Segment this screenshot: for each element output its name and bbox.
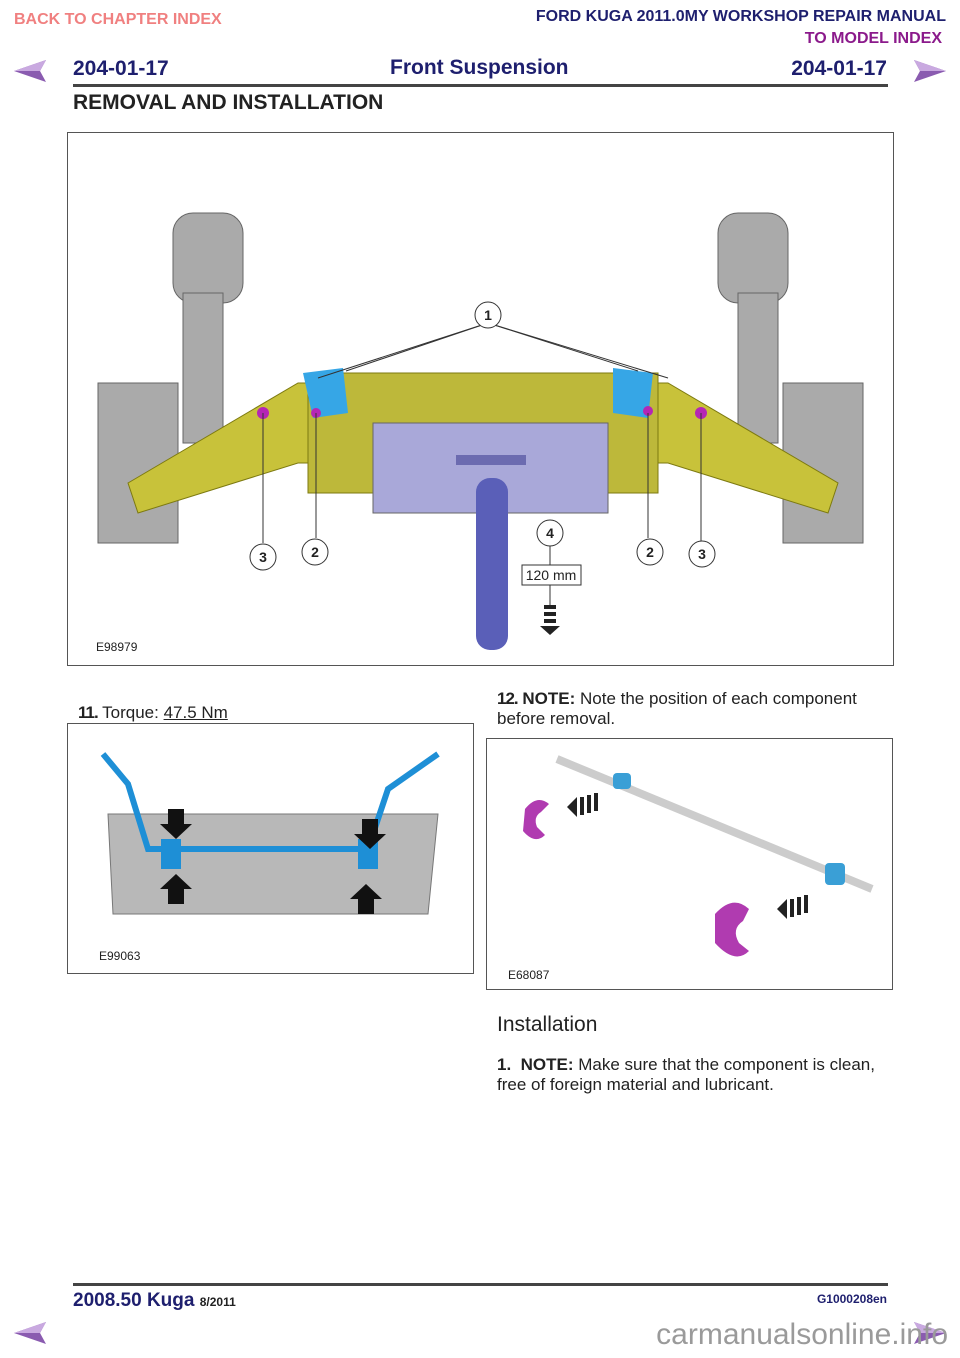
- section-heading: REMOVAL AND INSTALLATION: [73, 91, 384, 114]
- subframe-illustration: 1 3 2 4 2 3 120 mm: [97, 212, 864, 650]
- figure-id: E98979: [96, 640, 138, 654]
- figure-id: E68087: [508, 968, 550, 982]
- header-divider: [73, 84, 888, 87]
- dimension-label: 120 mm: [526, 567, 577, 583]
- step-number: 12.: [497, 689, 519, 708]
- note-label: NOTE:: [520, 1055, 574, 1074]
- watermark: carmanualsonline.info: [656, 1318, 948, 1351]
- stabilizer-bar-illustration: [100, 751, 440, 915]
- step-label: Torque:: [102, 703, 164, 722]
- manual-title: FORD KUGA 2011.0MY WORKSHOP REPAIR MANUA…: [535, 8, 946, 25]
- step-11: 11. Torque: 47.5 Nm: [78, 703, 228, 723]
- figure-subframe-illustration: 1 3 2 4 2 3 120 mm E98979: [67, 132, 894, 666]
- previous-page-arrow-icon[interactable]: [12, 56, 48, 86]
- callout-4: 4: [546, 525, 554, 541]
- note-label: NOTE:: [522, 689, 576, 708]
- callout-1: 1: [484, 307, 492, 323]
- section-title: Front Suspension: [390, 56, 569, 79]
- footer-model: 2008.50 Kuga 8/2011: [73, 1290, 236, 1312]
- callout-3-right: 3: [698, 546, 706, 562]
- step-number: 1.: [497, 1055, 512, 1074]
- step-12: 12. NOTE: Note the position of each comp…: [497, 689, 882, 729]
- callout-3-left: 3: [259, 549, 267, 565]
- previous-page-arrow-icon[interactable]: [12, 1318, 48, 1348]
- installation-heading: Installation: [497, 1013, 598, 1036]
- torque-value-link[interactable]: 47.5 Nm: [163, 703, 228, 722]
- callout-2-right: 2: [646, 544, 654, 560]
- next-page-arrow-icon[interactable]: [912, 1318, 948, 1348]
- next-page-arrow-icon[interactable]: [912, 56, 948, 86]
- installation-step-1: 1. NOTE: Make sure that the component is…: [497, 1055, 892, 1095]
- figure-stabilizer-bushings: E68087: [486, 738, 893, 990]
- figure-stabilizer-bar-installed: E99063: [67, 723, 474, 974]
- step-number: 11.: [78, 703, 99, 722]
- back-to-chapter-index-link[interactable]: BACK TO CHAPTER INDEX: [14, 11, 222, 28]
- page-number-right: 204-01-17: [791, 57, 887, 80]
- page-number-left: 204-01-17: [73, 57, 169, 80]
- step-text: Note the position of each component befo…: [497, 689, 857, 728]
- to-model-index-link[interactable]: TO MODEL INDEX: [804, 30, 942, 47]
- figure-id: E99063: [99, 949, 141, 963]
- callout-2-left: 2: [311, 544, 319, 560]
- bushing-illustration: [523, 755, 874, 957]
- footer-divider: [73, 1283, 888, 1286]
- footer-date: 8/2011: [199, 1295, 236, 1309]
- step-text: Make sure that the component is clean, f…: [497, 1055, 875, 1094]
- model-name: 2008.50 Kuga: [73, 1290, 195, 1311]
- document-code: G1000208en: [816, 1292, 887, 1306]
